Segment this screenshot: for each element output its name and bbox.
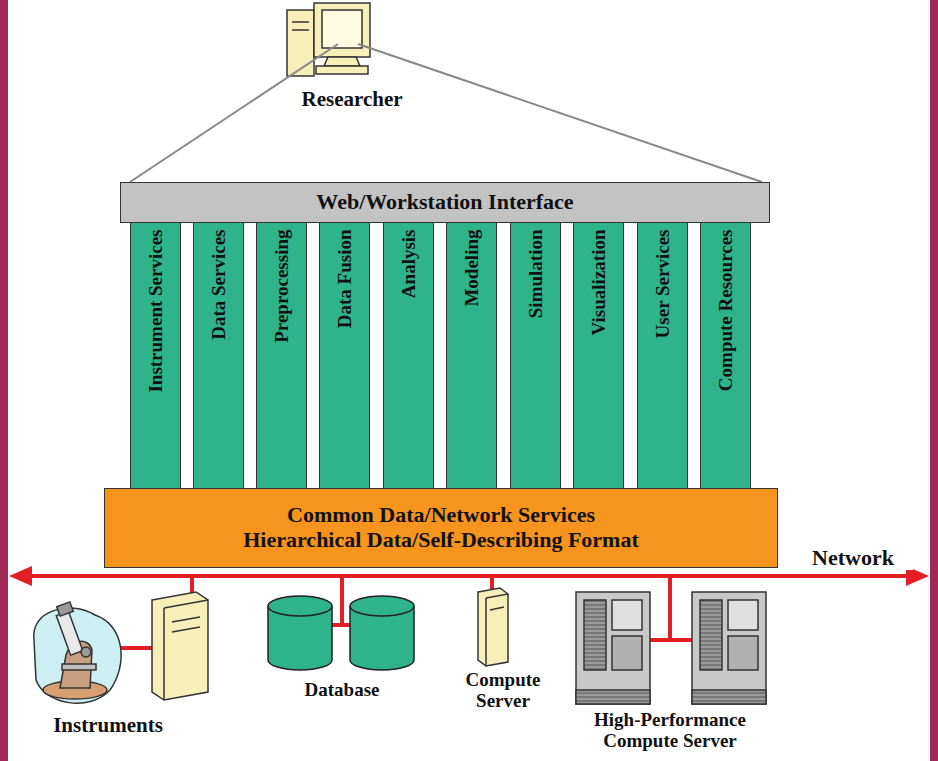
page-edge (0, 0, 8, 761)
pillar-label: Data Services (203, 230, 233, 481)
pillar-label: User Services (647, 230, 677, 481)
pillar-label: Modeling (456, 230, 486, 481)
server-icon (152, 592, 208, 700)
network-label: Network (793, 546, 913, 570)
roof-line (130, 44, 338, 182)
bar-label: Common Data/Network Services (287, 503, 595, 528)
service-pillar: Preprocessing (256, 222, 307, 489)
roof-line (358, 44, 762, 182)
compute-server-label: Compute Server (458, 670, 548, 712)
network-arrow (9, 566, 929, 586)
computer-icon (287, 3, 370, 76)
page-edge (930, 0, 938, 761)
bar-label: Web/Workstation Interface (316, 190, 573, 215)
pillar-label: Instrument Services (140, 230, 170, 481)
services-bar: Common Data/Network ServicesHierarchical… (104, 488, 778, 568)
bar-label: Hierarchical Data/Self-Describing Format (243, 528, 639, 553)
service-pillar: Modeling (446, 222, 497, 489)
pillar-label: Data Fusion (329, 230, 359, 481)
compute-server-icon (478, 588, 508, 666)
pillar-label: Visualization (583, 230, 613, 481)
database-label: Database (277, 680, 407, 701)
instruments-label: Instruments (23, 714, 193, 737)
hpc-server-label: High-Performance Compute Server (570, 710, 770, 752)
interface-bar: Web/Workstation Interface (120, 182, 770, 223)
researcher-label: Researcher (272, 88, 432, 111)
service-pillar: Compute Resources (700, 222, 751, 489)
service-pillar: Simulation (510, 222, 561, 489)
pillar-label: Compute Resources (710, 230, 740, 481)
microscope-icon (34, 602, 121, 703)
hpc-rack-icon (576, 592, 766, 704)
service-pillar: User Services (637, 222, 688, 489)
database-icon (268, 596, 414, 670)
service-pillar: Visualization (573, 222, 624, 489)
pillar-label: Preprocessing (266, 230, 296, 481)
pillar-label: Simulation (520, 230, 550, 481)
service-pillar: Data Fusion (319, 222, 370, 489)
pillar-label: Analysis (393, 230, 423, 481)
service-pillar: Instrument Services (130, 222, 181, 489)
service-pillar: Data Services (193, 222, 244, 489)
service-pillar: Analysis (383, 222, 434, 489)
